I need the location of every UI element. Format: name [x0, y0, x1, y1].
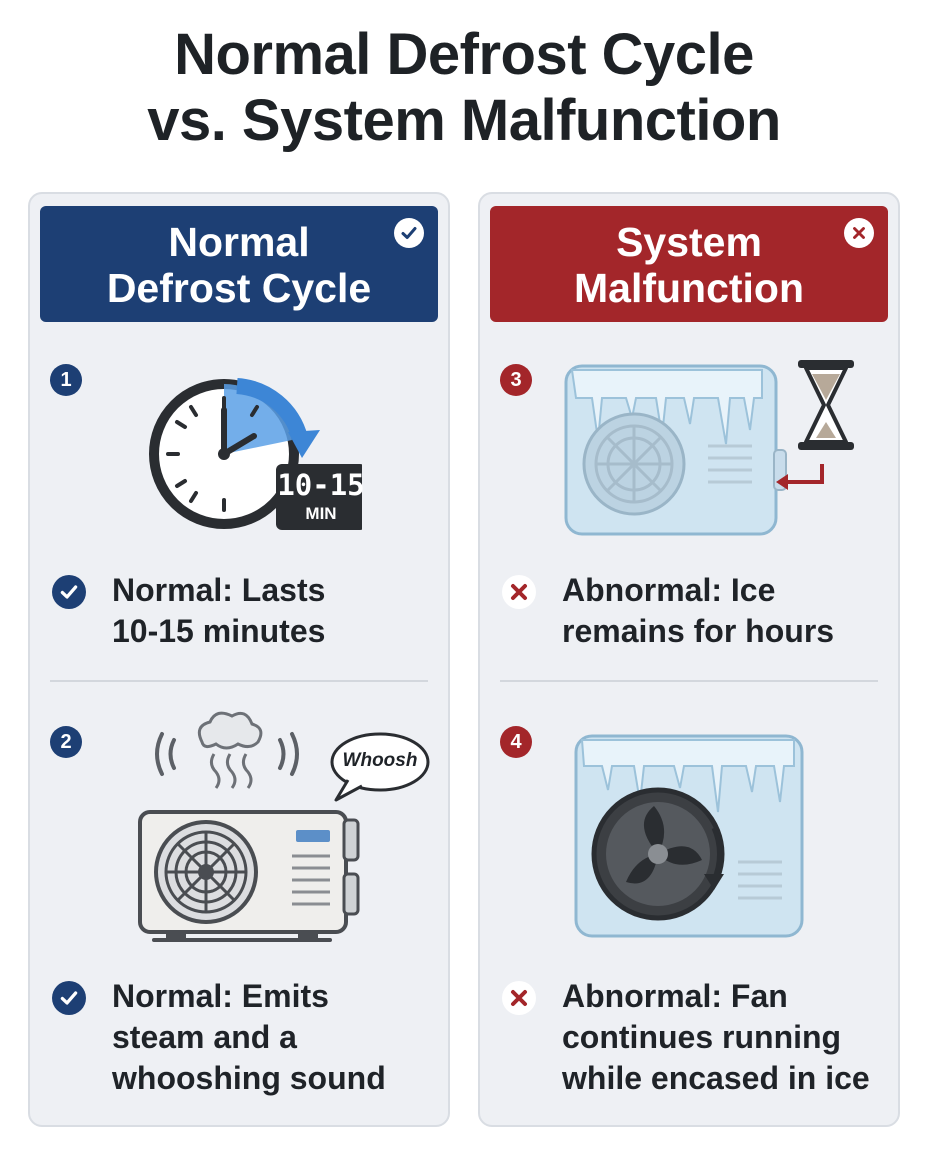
- step-badge-3: 3: [500, 364, 532, 396]
- malfunction-panel: System Malfunction 3: [478, 192, 900, 1127]
- normal-defrost-panel: Normal Defrost Cycle 1 10-15 MIN: [28, 192, 450, 1127]
- check-icon: [52, 981, 86, 1015]
- x-icon: [502, 981, 536, 1015]
- divider: [500, 680, 878, 682]
- normal-header-line-2: Defrost Cycle: [106, 265, 372, 311]
- x-icon: [502, 575, 536, 609]
- frozen-ac-unit-hourglass: [564, 360, 854, 536]
- check-icon: [394, 218, 424, 248]
- divider: [50, 680, 428, 682]
- step-badge-1: 1: [50, 364, 82, 396]
- check-icon: [52, 575, 86, 609]
- timer-value: 10-15: [277, 468, 365, 502]
- step-badge-4: 4: [500, 726, 532, 758]
- status-text-3: Abnormal: Ice remains for hours: [562, 572, 835, 649]
- malfunction-header: System Malfunction: [490, 206, 888, 322]
- normal-header-line-1: Normal: [168, 219, 310, 265]
- title-line-2: vs. System Malfunction: [147, 88, 781, 153]
- timer-unit: MIN: [305, 504, 337, 523]
- frozen-ac-unit-spinning-fan: [574, 734, 804, 938]
- clock-timer-icon: [149, 378, 362, 530]
- whoosh-bubble-text: Whoosh: [342, 750, 418, 771]
- status-text-4: Abnormal: Fan continues running while en…: [562, 978, 870, 1096]
- malfunction-header-line-1: System: [616, 219, 762, 265]
- status-text-1: Normal: Lasts 10-15 minutes: [112, 572, 326, 649]
- page-title: Normal Defrost Cycle vs. System Malfunct…: [0, 22, 928, 154]
- malfunction-header-line-2: Malfunction: [573, 265, 805, 311]
- steaming-ac-unit: [138, 711, 430, 942]
- status-text-2: Normal: Emits steam and a whooshing soun…: [112, 978, 386, 1096]
- x-icon: [844, 218, 874, 248]
- title-line-1: Normal Defrost Cycle: [174, 22, 754, 87]
- normal-header: Normal Defrost Cycle: [40, 206, 438, 322]
- step-badge-2: 2: [50, 726, 82, 758]
